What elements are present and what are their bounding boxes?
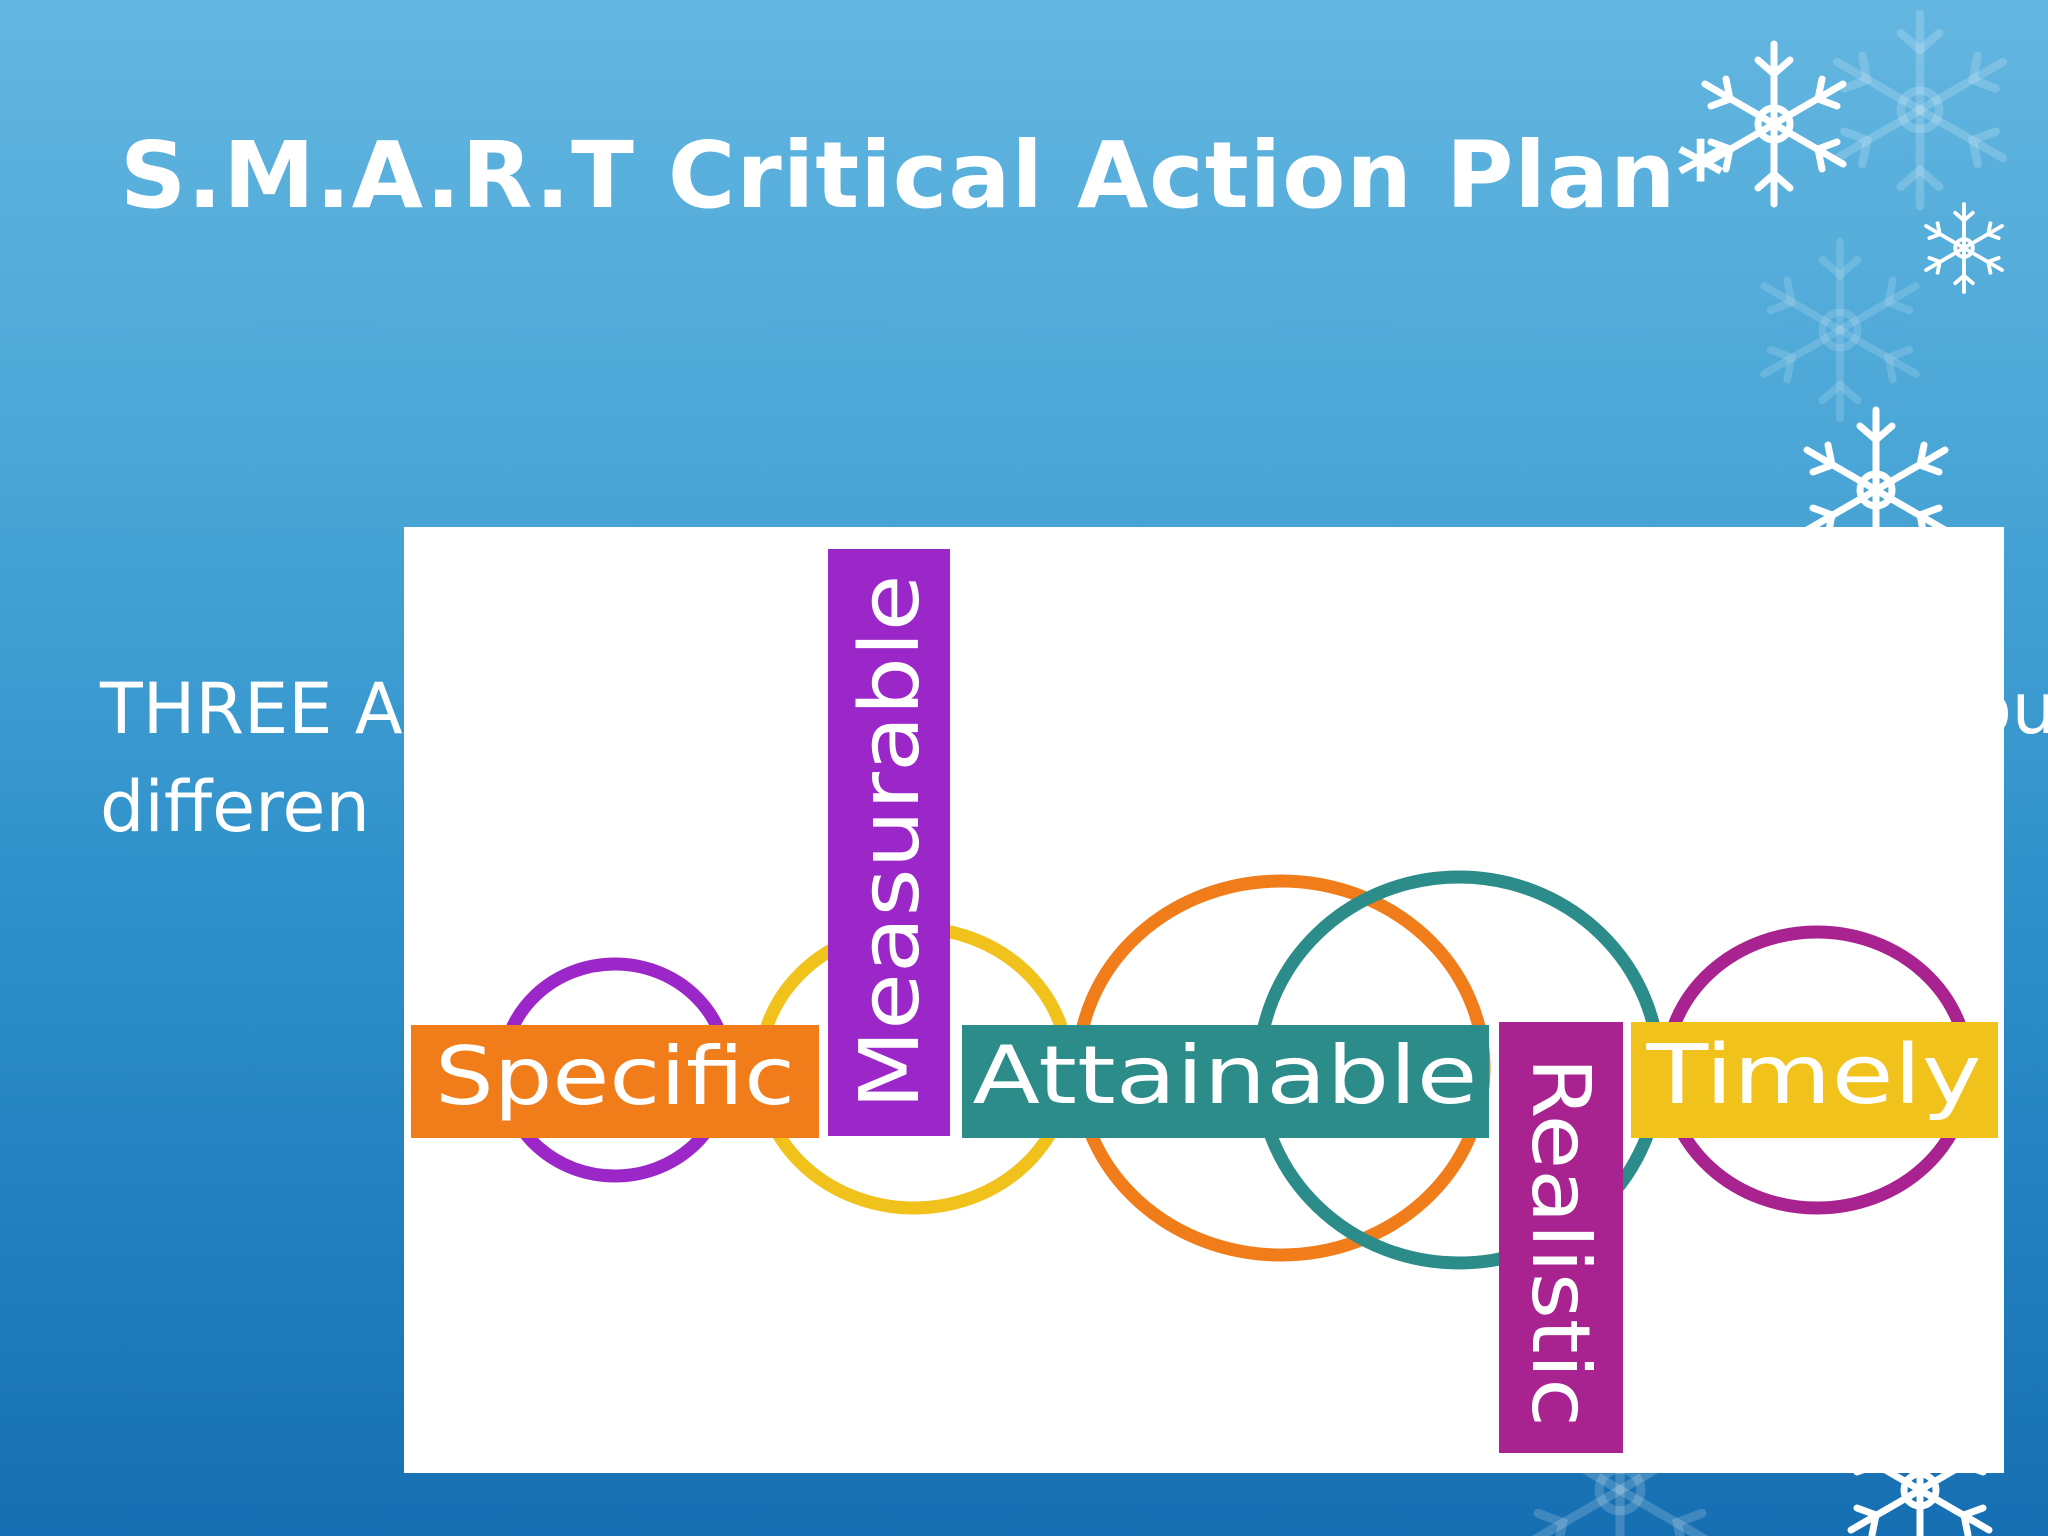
snowflake-icon <box>1705 44 1843 204</box>
slide-title: S.M.A.R.T Critical Action Plan* <box>120 122 1726 229</box>
snowflake-icon <box>1924 202 2004 294</box>
realistic-box <box>1499 1022 1623 1453</box>
measurable-label: Measurable <box>843 575 938 1110</box>
attainable-label: Attainable <box>973 1029 1478 1122</box>
attainable-box <box>962 1025 1489 1138</box>
measurable-box <box>828 549 950 1136</box>
specific-label: Specific <box>435 1030 795 1123</box>
timely-box <box>1631 1022 1998 1138</box>
smart-goals-graphic: Specific Measurable Attainable Realistic… <box>404 527 2004 1473</box>
body-text-line-2: differen <box>100 766 370 848</box>
smart-goals-illustration: Specific Measurable Attainable Realistic… <box>411 549 1998 1453</box>
snowflake-icon <box>1837 14 2003 206</box>
realistic-label: Realistic <box>1514 1057 1607 1427</box>
snowflake-icon <box>1764 242 1916 418</box>
specific-box <box>411 1025 819 1138</box>
timely-label: Timely <box>1645 1028 1981 1123</box>
